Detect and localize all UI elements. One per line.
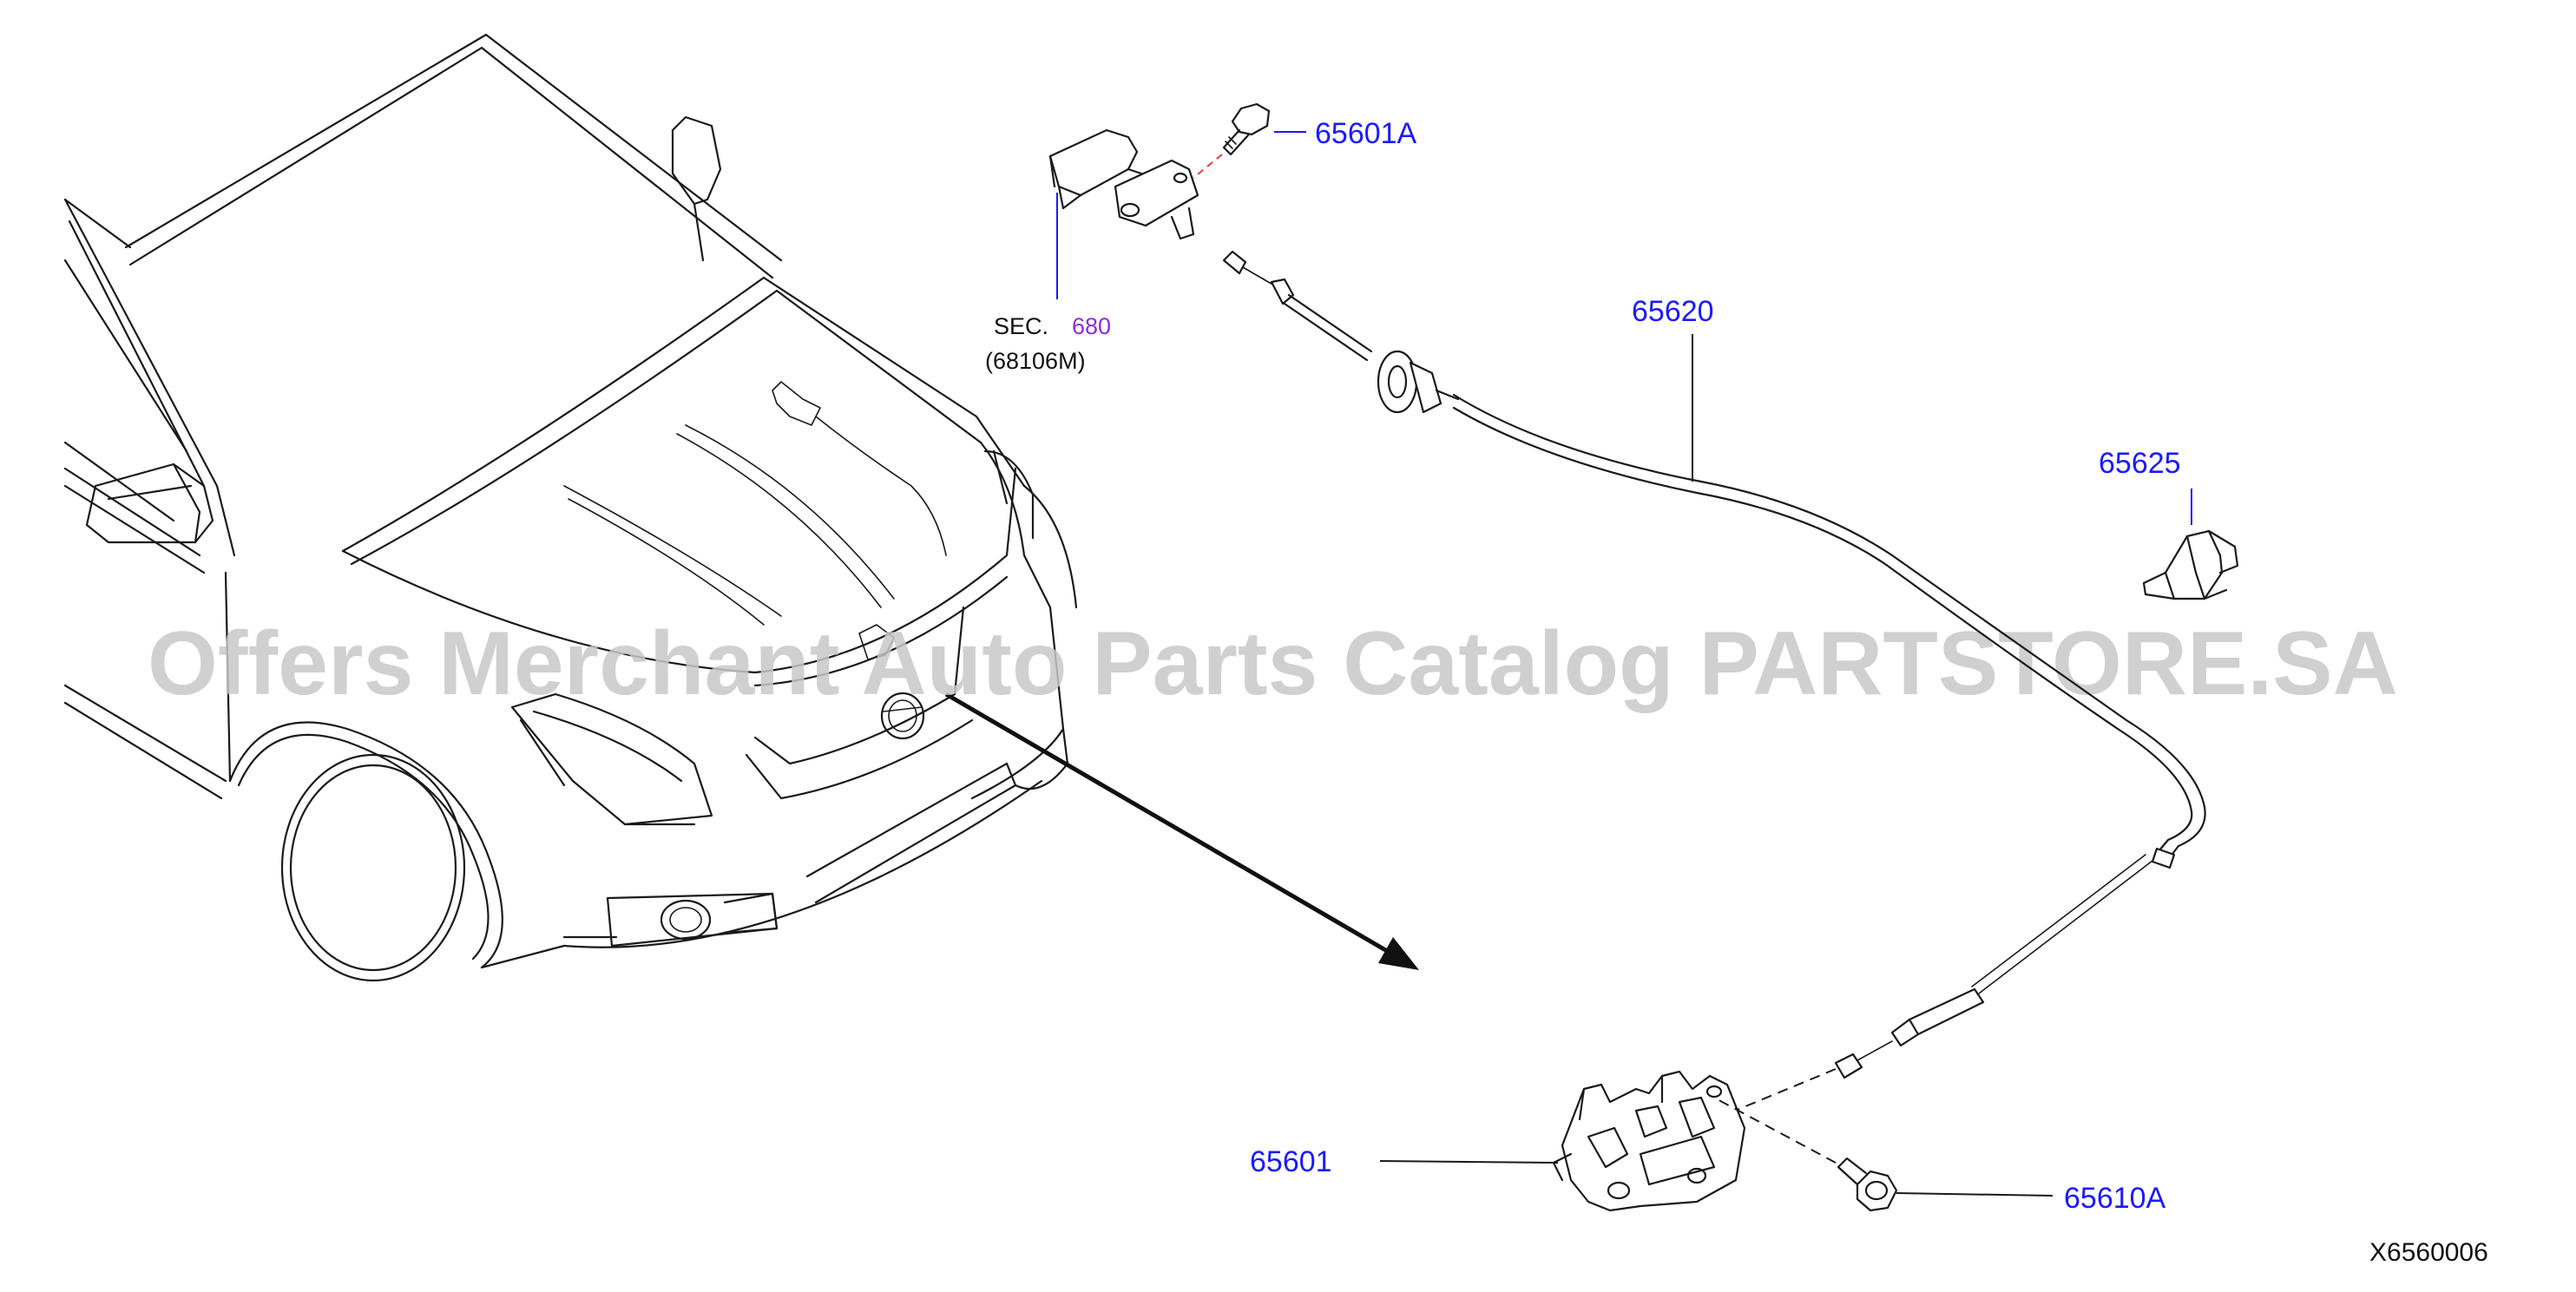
side-mirror-icon — [85, 462, 214, 544]
hood-opener-handle — [1048, 128, 1199, 240]
headlight-icon — [510, 692, 713, 826]
callout-65620: 65620 — [1632, 295, 1714, 328]
bolt-65610a-icon — [1837, 1157, 1898, 1212]
washer-nozzle-icon — [772, 381, 947, 556]
leader-65610a — [1896, 1192, 2054, 1197]
clip-65625-icon — [2142, 529, 2239, 600]
callout-65601: 65601 — [1250, 1145, 1332, 1178]
emblem-icon — [880, 692, 925, 740]
hood-lock-icon — [1552, 1070, 1746, 1212]
callout-65625: 65625 — [2099, 447, 2181, 480]
bolt-fit-line — [1193, 154, 1223, 179]
diagram-id-code: X6560006 — [2369, 1238, 2488, 1267]
callout-65601a: 65601A — [1315, 117, 1417, 150]
front-wheel-icon — [228, 721, 503, 982]
watermark-text: Offers Merchant Auto Parts Catalog PARTS… — [148, 613, 2398, 714]
section-ref-number: 680 — [1072, 313, 1111, 339]
fog-light-icon — [606, 892, 779, 948]
hood-cable — [1222, 250, 2206, 1079]
direction-arrow-icon — [944, 692, 1419, 970]
leader-65601 — [1379, 1160, 1559, 1164]
section-ref-sub: (68106M) — [985, 348, 1086, 374]
section-ref-prefix: SEC. — [994, 313, 1048, 339]
callout-65610a: 65610A — [2064, 1182, 2166, 1215]
bolt-65601a-icon — [1222, 102, 1271, 156]
lock-bolt-fit-line — [1713, 1097, 1837, 1164]
car-illustration — [63, 33, 1078, 982]
